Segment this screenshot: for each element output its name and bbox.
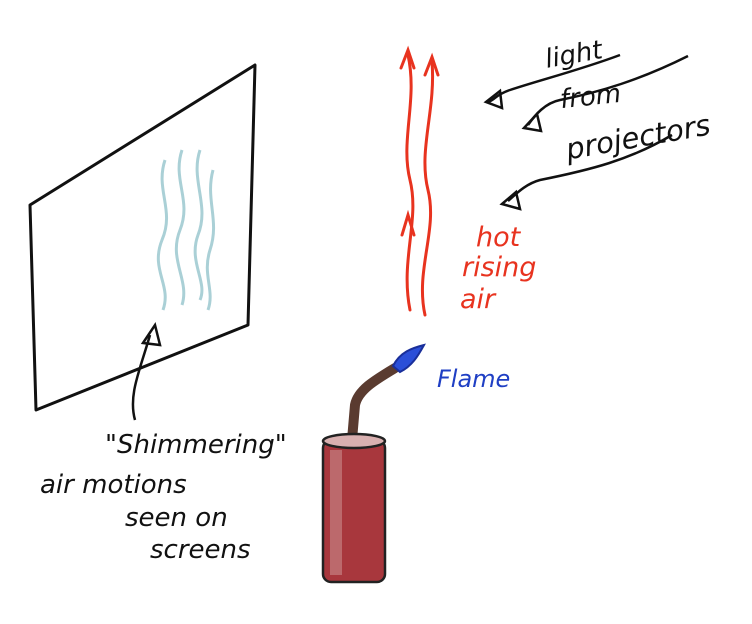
- label-seen-on: seen on: [125, 503, 228, 533]
- label-from: from: [558, 78, 623, 116]
- label-screens: screens: [150, 535, 251, 565]
- projection-screen: [28, 63, 257, 412]
- burner-tube: [347, 363, 400, 445]
- label-air-motions: air motions: [40, 470, 187, 500]
- gas-canister: [321, 432, 387, 584]
- shimmer-lines: [156, 149, 216, 311]
- light-arrows: [483, 53, 689, 211]
- hot-air-arrows: [399, 45, 440, 317]
- flame-icon: [391, 343, 426, 374]
- shimmer-pointer-arrow: [131, 334, 152, 421]
- label-air: air: [460, 284, 496, 315]
- label-flame: Flame: [437, 365, 511, 393]
- label-hot: hot: [476, 222, 521, 253]
- label-shimmering: "Shimmering": [105, 430, 287, 460]
- label-rising: rising: [462, 252, 537, 283]
